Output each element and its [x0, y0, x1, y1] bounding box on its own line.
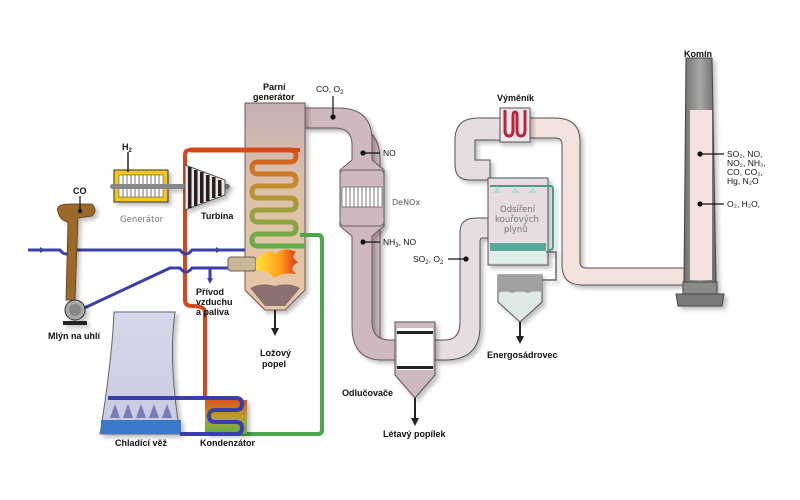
h2-label: H2	[122, 142, 133, 154]
air-fuel-label-3: a paliva	[196, 307, 230, 317]
stack-gases-label-1: SO₂, NO,	[727, 149, 762, 159]
nh3-no-label: NH3, NO	[383, 237, 416, 249]
superheater-coils	[190, 147, 305, 249]
fgd-absorber	[487, 177, 554, 266]
steam-gen-label-2: generátor	[253, 92, 295, 102]
heat-exchanger	[499, 107, 531, 143]
bed-ash-outlet	[271, 310, 279, 336]
fgd-label-1: Odsíření	[500, 205, 536, 215]
cooling-tower-label: Chladící věž	[115, 438, 168, 448]
gypsum-hopper	[497, 251, 557, 323]
no-label: NO	[383, 148, 396, 158]
flame-icon	[256, 249, 298, 278]
co-mill-label: CO	[73, 186, 87, 196]
steam-line	[183, 148, 300, 400]
co-o2-label: CO, O2	[316, 84, 344, 96]
stack-gases-label-5: O₂, H₂O,	[727, 199, 760, 209]
electrostatic-separator	[394, 321, 436, 399]
air-fuel-label-2: vzduchu	[196, 297, 233, 307]
flue-duct-to-fgd	[434, 217, 493, 361]
co-pointer	[78, 196, 82, 213]
stack-gases-label-3: CO, CO₂,	[727, 167, 763, 177]
stack-gases-label-2: NO₂, NH₃,	[727, 158, 766, 168]
fgd-label-3: plynů	[504, 224, 528, 235]
fly-ash-outlet	[411, 398, 419, 426]
denox-label: DeNOx	[392, 198, 420, 207]
gypsum-outlet	[516, 322, 524, 344]
bed-ash-label-2: popel	[262, 359, 286, 369]
chimney-pointers	[697, 151, 724, 207]
clean-gas-duct	[529, 117, 693, 286]
gas-pointers	[330, 96, 469, 262]
bed-ash-label-1: Ložový	[260, 348, 291, 358]
chimney	[675, 57, 725, 307]
cooling-tower	[99, 311, 181, 435]
air-fuel-label-1: Přívod	[196, 287, 224, 297]
fgd-label-2: kouřových	[495, 215, 539, 225]
coal-mill	[57, 203, 96, 325]
exchanger-label: Výměník	[497, 93, 535, 103]
gypsum-label: Energosádrovec	[487, 350, 558, 360]
separators-label: Odlučovače	[342, 388, 393, 398]
denox-reactor	[339, 169, 385, 227]
burner	[227, 249, 298, 278]
cooling-water-loop	[108, 396, 245, 436]
feedwater-return-line	[235, 233, 324, 436]
steam-gen-label-1: Parní	[263, 82, 286, 92]
generator-label: Generátor	[120, 215, 164, 225]
turbine	[184, 164, 226, 211]
coal-mill-label: Mlýn na uhlí	[48, 331, 101, 341]
so2-o2-label: SO2, O2	[413, 254, 444, 266]
stack-gases-label-4: Hg, N₂O	[727, 176, 759, 186]
flue-duct-exchanger-loop	[454, 117, 501, 181]
condenser-label: Kondenzátor	[200, 438, 255, 448]
turbine-label: Turbína	[201, 211, 234, 221]
chimney-label: Komín	[684, 49, 712, 59]
flow-arrows	[40, 247, 221, 284]
fly-ash-label: Létavý popílek	[383, 429, 447, 439]
